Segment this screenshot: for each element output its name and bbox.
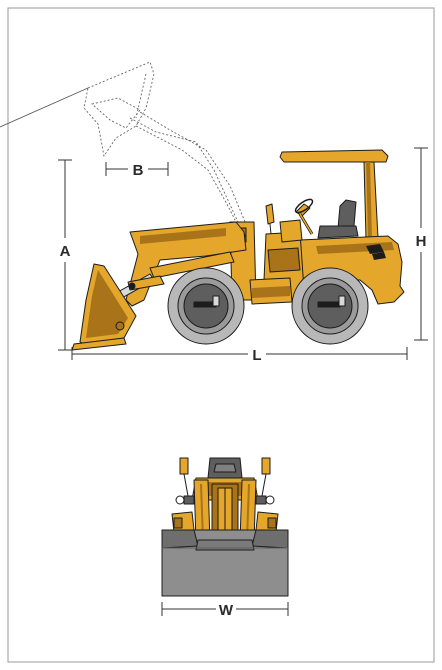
left-mirror	[179, 457, 189, 475]
dimension-h	[414, 147, 428, 341]
dimension-l	[71, 347, 408, 360]
lift-cylinder	[149, 251, 235, 279]
dimension-w-label: W	[219, 602, 234, 619]
raised-bucket-ghost	[83, 61, 247, 225]
dimension-b-label: B	[133, 162, 144, 179]
dimension-w	[161, 602, 289, 616]
leader-line	[0, 87, 89, 128]
page-frame	[7, 7, 435, 663]
operator-seat	[337, 199, 357, 229]
dimension-b	[105, 162, 169, 176]
dimension-a-label: A	[60, 243, 71, 260]
dimension-l-label: L	[252, 347, 261, 364]
canopy-roof	[279, 149, 389, 163]
front-wheel	[167, 267, 245, 345]
loader-side-view	[71, 149, 405, 351]
dimension-a	[58, 159, 72, 351]
right-mirror	[261, 457, 271, 475]
dimension-h-label: H	[416, 233, 427, 250]
loader-front-view	[161, 457, 289, 597]
rear-wheel	[291, 267, 369, 345]
mirror	[265, 203, 275, 225]
